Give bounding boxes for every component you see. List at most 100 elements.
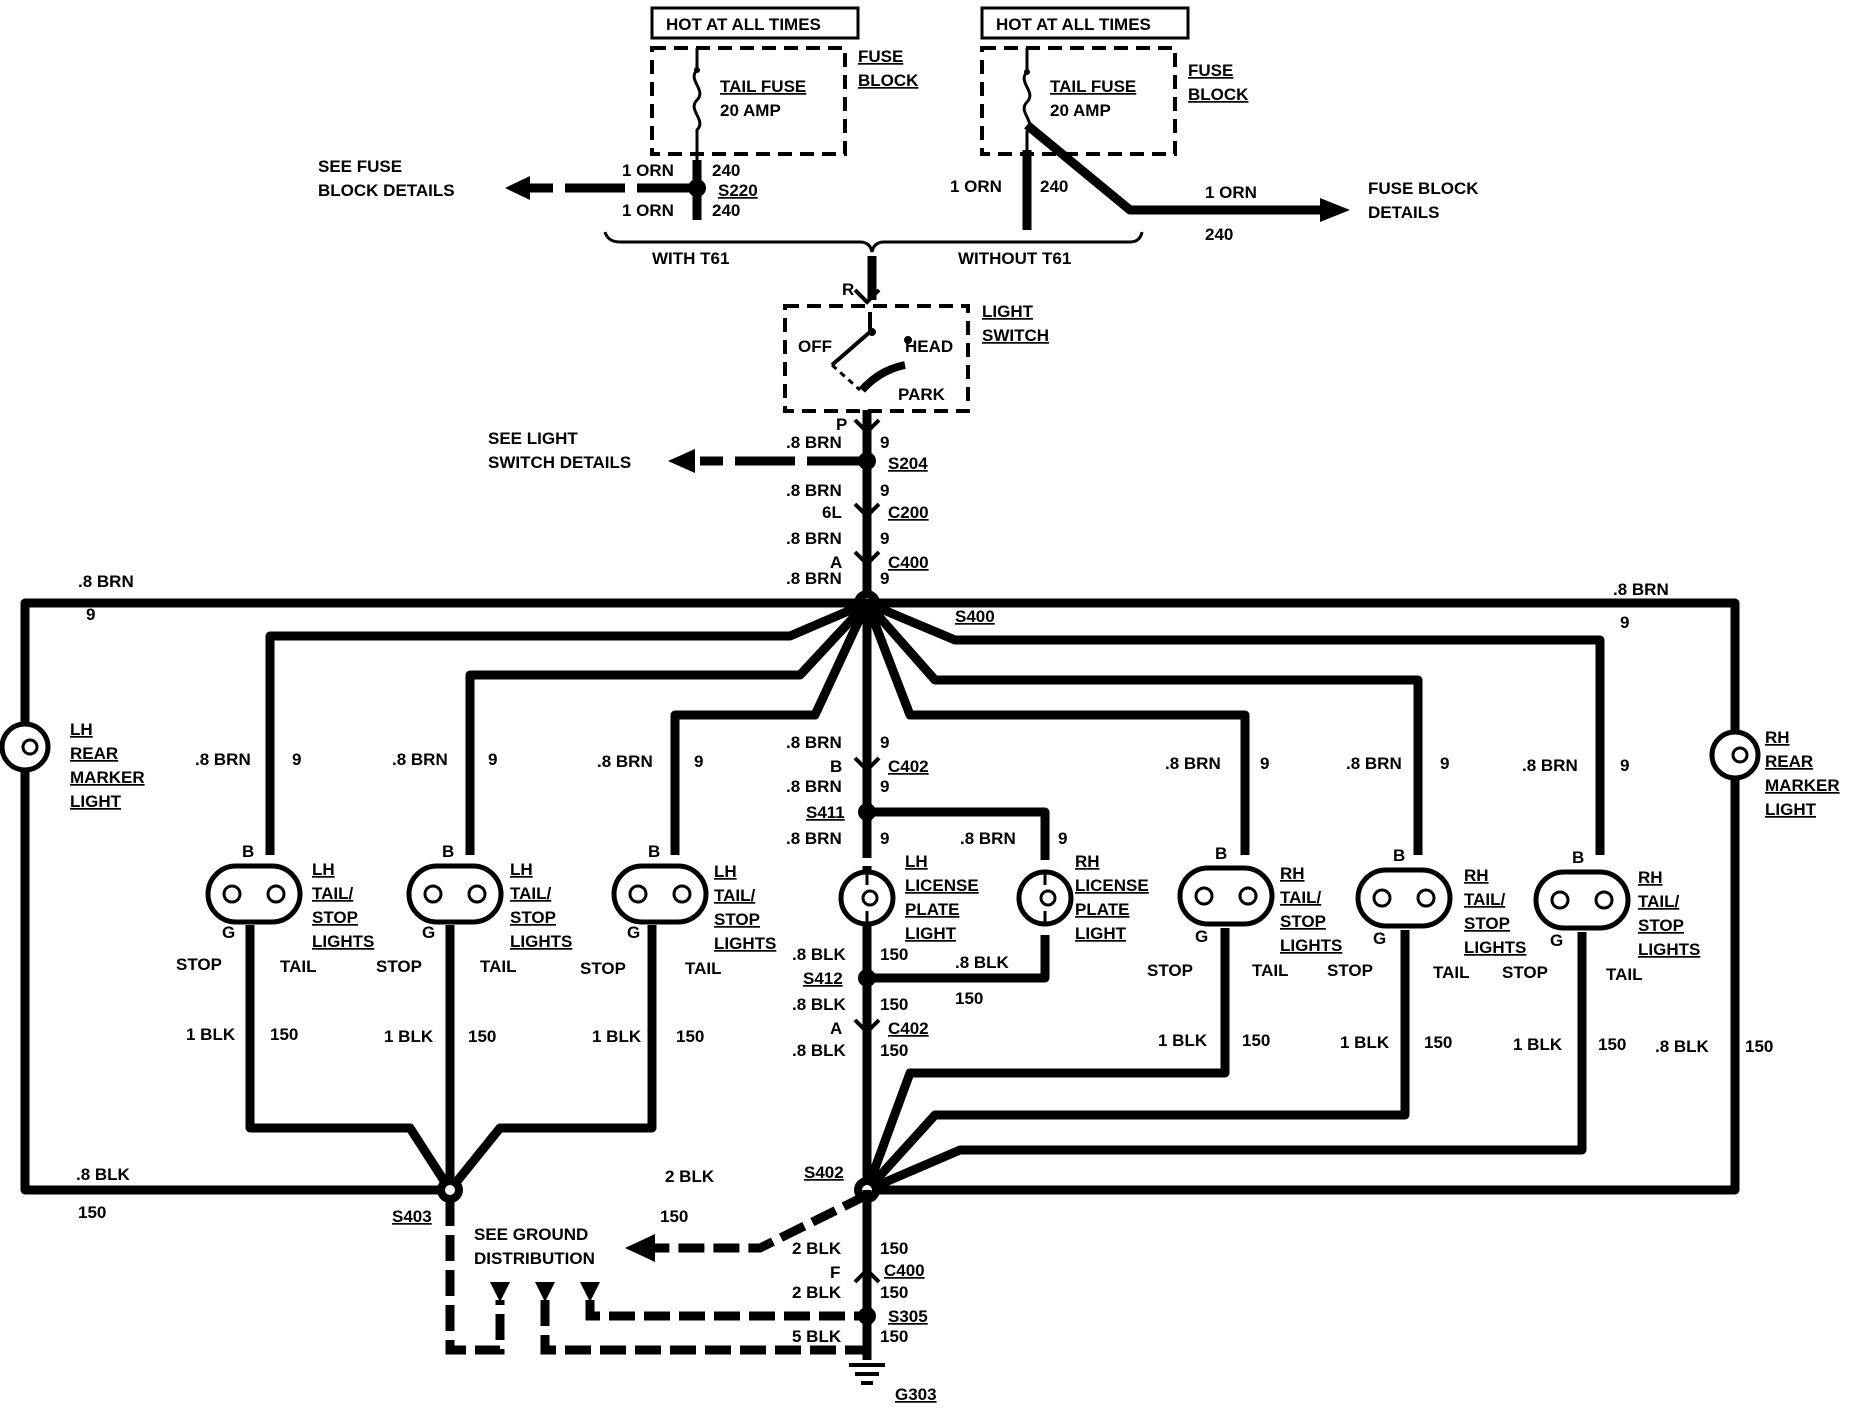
fuse-block-left-line2: BLOCK bbox=[858, 71, 919, 90]
rh3-label-line1: RH bbox=[1638, 868, 1663, 887]
label-2blk-s305: 2 BLK bbox=[792, 1283, 842, 1302]
rh3-tail: TAIL bbox=[1606, 965, 1643, 984]
pin-f: F bbox=[830, 1263, 840, 1282]
splice-dot-s412 bbox=[858, 969, 876, 987]
rh1-tail: TAIL bbox=[1252, 961, 1289, 980]
label-brn-lh-license: .8 BRN bbox=[786, 829, 842, 848]
label-5blk: 5 BLK bbox=[792, 1327, 842, 1346]
label-150-lh-marker: 150 bbox=[78, 1203, 106, 1222]
label-brn-rh1: .8 BRN bbox=[1165, 754, 1221, 773]
label-s204: S204 bbox=[888, 454, 928, 473]
label-9-rh1: 9 bbox=[1260, 754, 1269, 773]
rh3-filament-left bbox=[1550, 890, 1570, 910]
arrow-left-fuse-details bbox=[505, 176, 530, 200]
label-g303: G303 bbox=[895, 1385, 937, 1404]
arrow-see-ground bbox=[625, 1234, 655, 1262]
rh-license-line1: RH bbox=[1075, 852, 1100, 871]
fuse-terminal-right bbox=[1024, 69, 1030, 75]
label-9-lh3: 9 bbox=[694, 752, 703, 771]
rh-marker-line1: RH bbox=[1765, 728, 1790, 747]
rh3-stop: STOP bbox=[1502, 963, 1548, 982]
label-brn-1: .8 BRN bbox=[786, 433, 842, 452]
label-brn-lh2: .8 BRN bbox=[392, 750, 448, 769]
label-150-lh1: 150 bbox=[270, 1025, 298, 1044]
fuse-block-right-line1: FUSE bbox=[1188, 61, 1233, 80]
rh1-pin-b: B bbox=[1215, 844, 1227, 863]
label-1orn-a: 1 ORN bbox=[622, 161, 674, 180]
label-240-b: 240 bbox=[712, 201, 740, 220]
fuse-block-box-right bbox=[980, 46, 1177, 156]
rh3-pin-g: G bbox=[1550, 931, 1563, 950]
lh2-pin-g: G bbox=[422, 923, 435, 942]
label-c402-bottom: C402 bbox=[888, 1019, 929, 1038]
lh3-stop: STOP bbox=[580, 959, 626, 978]
lh-marker-line1: LH bbox=[70, 720, 93, 739]
ground-lh1 bbox=[245, 925, 454, 1193]
label-brn-rh-marker: .8 BRN bbox=[1613, 580, 1669, 599]
label-brn-s411: .8 BRN bbox=[786, 777, 842, 796]
label-brn-lh1: .8 BRN bbox=[195, 750, 251, 769]
switch-contact bbox=[830, 312, 872, 367]
label-150-c402: 150 bbox=[880, 1041, 908, 1060]
lh-tail-stop-light-3 bbox=[611, 863, 709, 925]
label-9-lh2: 9 bbox=[488, 750, 497, 769]
rh-marker-line3: MARKER bbox=[1765, 776, 1840, 795]
label-150-rh1: 150 bbox=[1242, 1031, 1270, 1050]
label-150-s412: 150 bbox=[880, 995, 908, 1014]
rh-license-line2: LICENSE bbox=[1075, 876, 1149, 895]
rh2-stop: STOP bbox=[1327, 961, 1373, 980]
ground-rh2 bbox=[863, 930, 1410, 1194]
see-fuse-line2: BLOCK DETAILS bbox=[318, 181, 455, 200]
hot-label-box-left bbox=[650, 6, 860, 40]
label-9-c402: 9 bbox=[880, 733, 889, 752]
lh-marker-line2: REAR bbox=[70, 744, 118, 763]
lh3-filament-right bbox=[672, 884, 692, 904]
rh1-label-line4: LIGHTS bbox=[1280, 936, 1342, 955]
rh-tail-stop-light-2 bbox=[1355, 867, 1453, 929]
label-9-lh-license: 9 bbox=[880, 829, 889, 848]
rh1-label-line3: STOP bbox=[1280, 912, 1326, 931]
label-9-1: 9 bbox=[880, 433, 889, 452]
rh1-pin-g: G bbox=[1195, 927, 1208, 946]
rh3-pin-b: B bbox=[1572, 848, 1584, 867]
rh3-label-line4: LIGHTS bbox=[1638, 940, 1700, 959]
ground-rh1 bbox=[862, 928, 1230, 1192]
ground-lh3 bbox=[446, 925, 657, 1193]
light-switch-line1: LIGHT bbox=[982, 302, 1034, 321]
connector-chevrons bbox=[853, 288, 881, 1035]
hot-label-box-right bbox=[980, 6, 1190, 40]
lh3-label-line1: LH bbox=[714, 862, 737, 881]
wire-s305-ground bbox=[585, 1300, 867, 1321]
lh-license-line1: LH bbox=[905, 852, 928, 871]
pin-p: P bbox=[836, 415, 847, 434]
see-light-line2: SWITCH DETAILS bbox=[488, 453, 631, 472]
lh3-tail: TAIL bbox=[685, 959, 722, 978]
lh-marker-line4: LIGHT bbox=[70, 792, 122, 811]
lh1-pin-b: B bbox=[242, 842, 254, 861]
label-150-s403-s402: 150 bbox=[660, 1207, 688, 1226]
label-brn-lh-marker: .8 BRN bbox=[78, 572, 134, 591]
light-switch-line2: SWITCH bbox=[982, 326, 1049, 345]
ground-arrow-1 bbox=[490, 1282, 510, 1302]
rh-license-line4: LIGHT bbox=[1075, 924, 1127, 943]
lh3-pin-g: G bbox=[627, 923, 640, 942]
tail-stop-lamps: B G LH TAIL/ STOP LIGHTS STOP TAIL B G L… bbox=[176, 842, 1700, 984]
fuse-block-box-left bbox=[650, 46, 847, 156]
lh3-label-line3: STOP bbox=[714, 910, 760, 929]
fuse-symbol-left bbox=[692, 48, 702, 170]
label-blk-c402: .8 BLK bbox=[792, 1041, 847, 1060]
label-s305: S305 bbox=[888, 1307, 928, 1326]
hot-label-right: HOT AT ALL TIMES bbox=[996, 15, 1151, 34]
lh-tail-stop-light-1 bbox=[205, 863, 303, 925]
rh-marker-line2: REAR bbox=[1765, 752, 1813, 771]
arrow-light-switch-details bbox=[668, 449, 695, 473]
pin-a-c402: A bbox=[830, 1019, 842, 1038]
rh1-filament-left bbox=[1194, 886, 1214, 906]
lh-license-line2: LICENSE bbox=[905, 876, 979, 895]
lh1-pin-g: G bbox=[222, 923, 235, 942]
label-2blk-c400: 2 BLK bbox=[792, 1239, 842, 1258]
splice-dot-s305 bbox=[858, 1307, 876, 1325]
tail-fuse-right-line1: TAIL FUSE bbox=[1050, 77, 1136, 96]
lh3-pin-b: B bbox=[648, 842, 660, 861]
